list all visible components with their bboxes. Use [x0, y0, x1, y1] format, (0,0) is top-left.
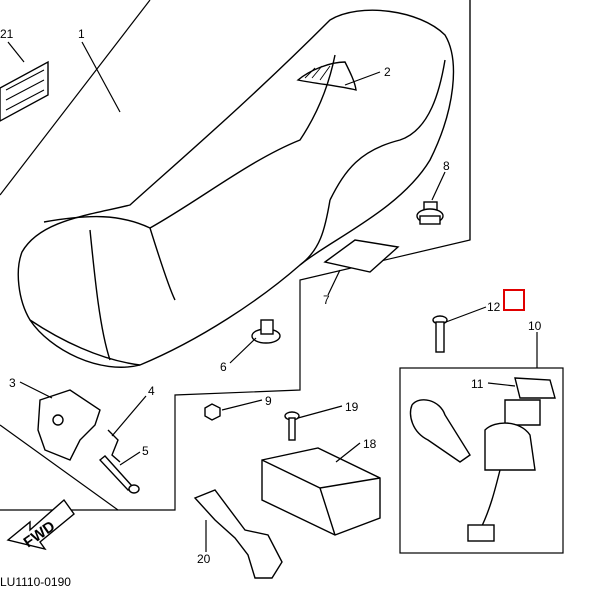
callout-9: 9: [265, 394, 272, 408]
callout-10: 10: [528, 319, 542, 333]
callout-4: 4: [148, 384, 155, 398]
part-4-clip: [107, 429, 121, 463]
frame-lines: [0, 0, 471, 511]
diagram-code: LU1110-0190: [0, 575, 71, 589]
callout-1: 1: [78, 27, 85, 41]
part-8-grommet: [416, 201, 444, 225]
part-18-tray: [261, 447, 381, 536]
callout-3: 3: [9, 376, 16, 390]
callout-20: 20: [197, 552, 211, 566]
part-6-grommet: [251, 319, 281, 344]
callout-12: 12: [487, 300, 501, 314]
callout-8: 8: [443, 159, 450, 173]
callout-2: 2: [384, 65, 391, 79]
part-5-pin: [98, 455, 140, 494]
part-20-bracket: [193, 489, 283, 579]
callout-6: 6: [220, 360, 227, 374]
part-21-plate: [0, 60, 49, 122]
fwd-arrow: FWD: [6, 498, 75, 551]
highlight-box: [503, 289, 525, 311]
part-7-pad: [323, 239, 400, 273]
part-9-nut: [204, 403, 221, 421]
callout-11: 11: [471, 377, 484, 391]
callout-numbers: 21 1 2 8 7 6 3 4 5 9 19 18 20 12 10 11: [0, 27, 542, 566]
callout-21: 21: [0, 27, 14, 41]
callout-18: 18: [363, 437, 377, 451]
part-3-bracket: [37, 389, 101, 461]
part-10-ignition-switch: [409, 377, 556, 542]
callout-19: 19: [345, 400, 359, 414]
leader-lines: [7, 41, 538, 552]
part-2-emblem: [296, 61, 357, 91]
part-19-screw: [284, 411, 300, 441]
part-12-bolt: [432, 315, 448, 353]
part-1-seat: [17, 9, 455, 368]
callout-5: 5: [142, 444, 149, 458]
part-10-inset-box: [399, 367, 564, 554]
callout-7: 7: [323, 293, 330, 307]
